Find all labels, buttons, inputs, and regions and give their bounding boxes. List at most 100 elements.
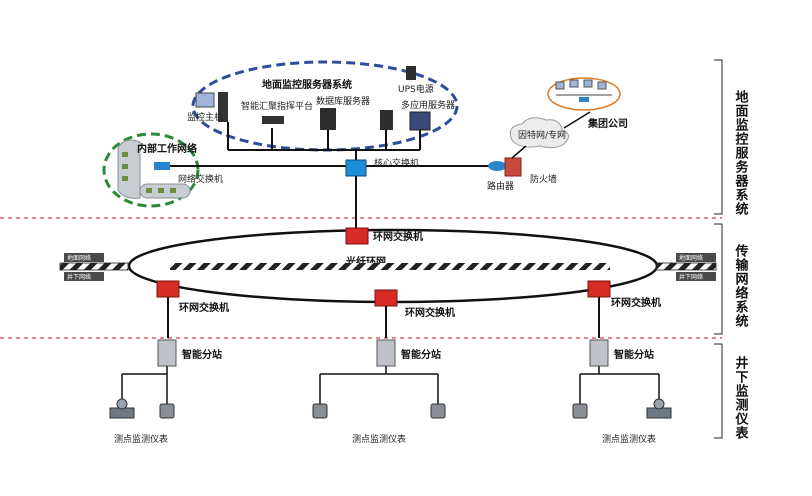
app-server-icon [409, 111, 431, 131]
section-dividers [0, 217, 722, 339]
meter-3-label: 测点监测仪表 [602, 433, 656, 445]
underground-tag-left-text: 井下网络 [67, 273, 91, 281]
network-switch-icon [154, 162, 170, 170]
group-company-label: 集团公司 [587, 117, 628, 130]
side-label-underground-text: 井下监测仪表 [733, 355, 750, 440]
ground-tag-left [64, 253, 104, 262]
router[interactable]: 路由器 [487, 161, 514, 192]
side-label-underground: 井下监测仪表 [733, 355, 750, 440]
ups-label: UPS电源 [398, 83, 434, 95]
platform-device-icon [262, 116, 284, 124]
substation-2[interactable]: 智能分站 [376, 339, 441, 367]
internal-pc-group-bottom [139, 183, 191, 199]
app-server[interactable]: 多应用服务器 [401, 99, 455, 131]
core-switch-icon [345, 159, 367, 177]
boundary-center [170, 263, 610, 270]
ring-switch-2[interactable]: 环网交换机 [374, 289, 455, 319]
internal-network-title: 内部工作网络 [137, 142, 197, 155]
ring-switch-3-label: 环网交换机 [611, 296, 661, 309]
sensor-icon [572, 403, 588, 419]
ring-switch-3-icon [587, 280, 611, 298]
side-label-ground: 地面监控服务器系统 [733, 89, 750, 216]
side-label-transport-text: 传输网络系统 [733, 243, 750, 328]
sensor-icon [430, 403, 446, 419]
boundary-tags-right: 地面网络 井下网络 [676, 253, 716, 281]
firewall-icon [504, 157, 522, 177]
ground-tag-left-text: 地面网络 [67, 254, 91, 262]
firewall-to-cloud-line [511, 145, 527, 159]
meter-2-label: 测点监测仪表 [352, 433, 406, 445]
ground-tag-right-text: 地面网络 [679, 254, 703, 262]
meter-1-label: 测点监测仪表 [114, 433, 168, 445]
substation-3[interactable]: 智能分站 [589, 339, 654, 367]
core-switch-label: 核心交换机 [374, 157, 419, 169]
group-switch-icon [579, 97, 589, 102]
meter-branch-lines [121, 366, 660, 404]
internet-label: 因特网/专网 [518, 129, 566, 141]
ups-icon [406, 66, 416, 80]
underground-tag-right-text: 井下网络 [679, 273, 703, 281]
firewall[interactable]: 防火墙 [504, 157, 557, 185]
ring-switch-top[interactable]: 环网交换机 [345, 227, 423, 245]
substation-1[interactable]: 智能分站 [157, 339, 222, 367]
group-company: 集团公司 [555, 79, 628, 130]
cloud-to-group-line [563, 111, 591, 129]
ring-switch-1-label: 环网交换机 [179, 301, 229, 314]
internal-network-ellipse [102, 132, 200, 208]
router-icon [488, 161, 506, 171]
network-switch-label: 网络交换机 [178, 173, 223, 185]
monitor-screen-icon [195, 92, 215, 108]
substation-3-label: 智能分站 [614, 348, 654, 361]
group-company-ellipse [547, 77, 621, 111]
ups-power[interactable]: UPS电源 [398, 66, 434, 95]
firewall-label: 防火墙 [530, 173, 557, 185]
db-server-icon [320, 108, 336, 130]
underground-tag-left [64, 272, 104, 281]
storage-server[interactable] [380, 110, 393, 130]
meter-group-3: 测点监测仪表 [572, 398, 672, 445]
sensor-icon [159, 403, 175, 419]
pc-tower-icon [218, 92, 228, 122]
ring-switch-top-label: 环网交换机 [373, 230, 423, 243]
internet-cloud: 因特网/专网 [509, 117, 569, 149]
ground-tag-right [676, 253, 716, 262]
server-bus [227, 122, 421, 164]
ring-switch-top-icon [345, 227, 369, 245]
bracket-ground [714, 59, 723, 215]
side-label-transport: 传输网络系统 [733, 243, 750, 328]
boundary-tags-left: 地面网络 井下网络 [64, 253, 104, 281]
sensor-icon [312, 403, 328, 419]
boundary-left [59, 262, 129, 271]
substation-1-label: 智能分站 [182, 348, 222, 361]
ring-drop-lines [167, 297, 600, 338]
app-server-label: 多应用服务器 [401, 99, 455, 111]
substation-2-icon [376, 339, 396, 367]
substation-1-icon [157, 339, 177, 367]
monitor-host[interactable]: 监控主机 [187, 92, 228, 123]
substation-3-icon [589, 339, 609, 367]
side-brackets [714, 59, 723, 439]
db-server[interactable]: 数据库服务器 [316, 95, 370, 130]
underground-tag-right [676, 272, 716, 281]
db-server-label: 数据库服务器 [316, 95, 370, 107]
router-label: 路由器 [487, 180, 514, 192]
side-label-ground-text: 地面监控服务器系统 [733, 89, 750, 216]
ring-switch-1-icon [156, 280, 180, 298]
substation-2-label: 智能分站 [401, 348, 441, 361]
core-switch[interactable]: 核心交换机 [345, 157, 419, 177]
command-platform[interactable]: 智能汇聚指挥平台 [241, 100, 313, 124]
storage-server-icon [380, 110, 393, 130]
meter-group-2: 测点监测仪表 [312, 403, 446, 445]
ring-switch-2-icon [374, 289, 398, 307]
ring-switch-2-label: 环网交换机 [405, 306, 455, 319]
ring-switch-3[interactable]: 环网交换机 [587, 280, 661, 309]
command-platform-label: 智能汇聚指挥平台 [241, 100, 313, 112]
bracket-transport [714, 223, 723, 335]
bracket-underground [714, 343, 723, 439]
monitor-host-label: 监控主机 [187, 111, 223, 123]
server-zone-title: 地面监控服务器系统 [262, 78, 352, 91]
boundary-right [655, 262, 717, 271]
internal-network: 内部工作网络 网络交换机 [117, 139, 223, 199]
meter-group-1: 测点监测仪表 [109, 398, 175, 445]
